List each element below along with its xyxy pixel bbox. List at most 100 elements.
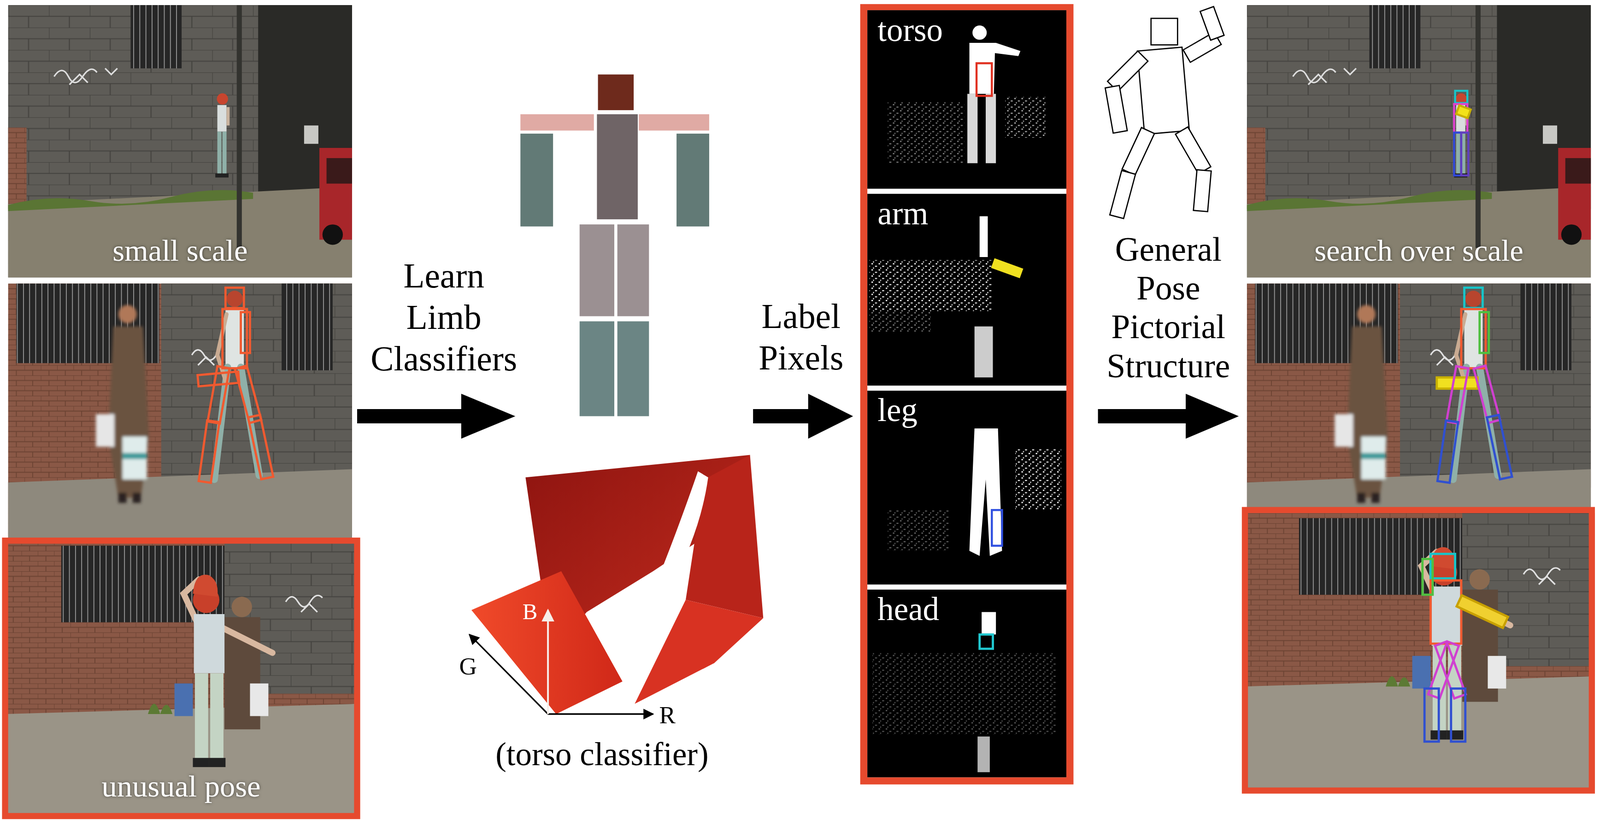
- label-maps: [867, 589, 1067, 778]
- label-maps: [972, 25, 987, 40]
- photo-walking: [8, 283, 353, 542]
- label-maps: [869, 260, 993, 312]
- arrow-label: Learn Limb Classifiers: [370, 255, 518, 381]
- photo-panel: search over scale: [1247, 5, 1591, 278]
- label-maps: [976, 63, 992, 96]
- label-maps: [872, 652, 1057, 735]
- part-name: head: [877, 591, 940, 628]
- classifier-surface: [471, 571, 623, 715]
- label-maps: [981, 612, 996, 636]
- result-unusual-pose: [1244, 510, 1592, 791]
- label-maps: [867, 390, 1067, 585]
- photo-walking: [247, 415, 274, 480]
- classifier-surface: [547, 610, 549, 715]
- photo-walking: [8, 283, 353, 542]
- flow-arrow: [1098, 394, 1240, 439]
- label-maps: [867, 194, 1067, 386]
- photo-unusual-pose: [5, 541, 358, 817]
- pose-outline: [1193, 169, 1212, 212]
- figure-art: [5, 4, 1595, 817]
- result-unusual-pose: [1422, 558, 1433, 595]
- label-maps: [860, 4, 1074, 785]
- photo-small-scale: [8, 5, 353, 278]
- label-maps: [974, 326, 994, 378]
- label-maps: [969, 428, 1003, 557]
- label-map-panel: leg: [867, 390, 1067, 585]
- label-maps: [887, 510, 949, 552]
- label-map-panel: arm: [867, 194, 1067, 386]
- result-unusual-pose: [1456, 595, 1509, 629]
- photo-walking: [198, 420, 220, 483]
- photo-caption: search over scale: [1314, 233, 1524, 268]
- part-name: torso: [877, 12, 943, 49]
- photo-walking: [225, 287, 244, 308]
- classifier-surface: [469, 634, 549, 715]
- result-small-scale: [1456, 105, 1471, 119]
- limb-model: [638, 114, 710, 131]
- photo-panel: small scale: [8, 5, 353, 278]
- pose-outline: [1105, 6, 1224, 219]
- photo-panel: unusual pose: [8, 543, 355, 814]
- result-unusual-pose: [1242, 510, 1595, 791]
- classifier-surface: [547, 713, 653, 715]
- label-maps: [991, 258, 1024, 279]
- caption-label: (torso classifier): [495, 736, 709, 773]
- label-maps: [979, 216, 989, 258]
- label-maps: [979, 634, 994, 649]
- result-unusual-pose: [1422, 553, 1509, 742]
- result-unusual-pose: [1428, 641, 1459, 700]
- flow-arrow: [357, 394, 516, 439]
- result-walking: [1461, 309, 1486, 369]
- limb-model: [520, 74, 710, 417]
- classifier-surface: [469, 455, 764, 715]
- photo-walking: [222, 309, 248, 369]
- result-small-scale: [1247, 5, 1591, 278]
- result-unusual-pose: [1430, 580, 1461, 644]
- limb-model: [598, 74, 635, 111]
- photo-unusual-pose: [5, 541, 358, 817]
- limb-model: [617, 321, 650, 417]
- label-maps: [860, 4, 1074, 785]
- label-maps: [967, 94, 978, 164]
- result-unusual-pose: [1424, 688, 1439, 742]
- photo-walking: [207, 366, 230, 424]
- limb-model: [520, 133, 553, 227]
- pose-outline: [1109, 170, 1136, 219]
- photo-caption: unusual pose: [101, 769, 261, 804]
- label-maps: [985, 94, 996, 164]
- pose-outline: [1175, 127, 1212, 175]
- label-maps: [887, 101, 965, 164]
- result-walking: [1446, 366, 1469, 424]
- arrow-label: General Pose Pictorial Structure: [1106, 230, 1230, 386]
- result-small-scale: [1455, 90, 1468, 104]
- label-maps: [869, 311, 931, 332]
- label-maps: [867, 10, 1067, 189]
- limb-model: [579, 224, 615, 317]
- result-walking: [1487, 415, 1513, 480]
- result-walking: [1247, 283, 1591, 542]
- label-maps: [977, 736, 990, 773]
- label-maps: [867, 10, 1067, 778]
- limb-model: [676, 133, 710, 227]
- axis-label: R: [658, 701, 676, 729]
- result-walking: [1247, 283, 1591, 542]
- photo-walking: [241, 312, 251, 354]
- result-unusual-pose: [1242, 513, 1595, 789]
- result-walking: [1436, 377, 1478, 389]
- pose-outline: [1105, 85, 1128, 134]
- result-unusual-pose: [1451, 688, 1466, 742]
- result-walking: [1437, 420, 1459, 483]
- part-name: arm: [877, 195, 929, 232]
- result-walking: [1479, 312, 1489, 354]
- label-maps: [991, 510, 1002, 547]
- result-small-scale: [1461, 132, 1469, 176]
- label-map-panel: torso: [867, 10, 1067, 189]
- result-unusual-pose: [1430, 553, 1455, 579]
- result-small-scale: [1247, 5, 1591, 278]
- result-walking: [1436, 287, 1512, 483]
- flow-arrow: [752, 394, 853, 439]
- classifier-surface: [634, 600, 764, 705]
- photo-caption: small scale: [112, 233, 248, 268]
- label-map-panel: head: [867, 589, 1067, 778]
